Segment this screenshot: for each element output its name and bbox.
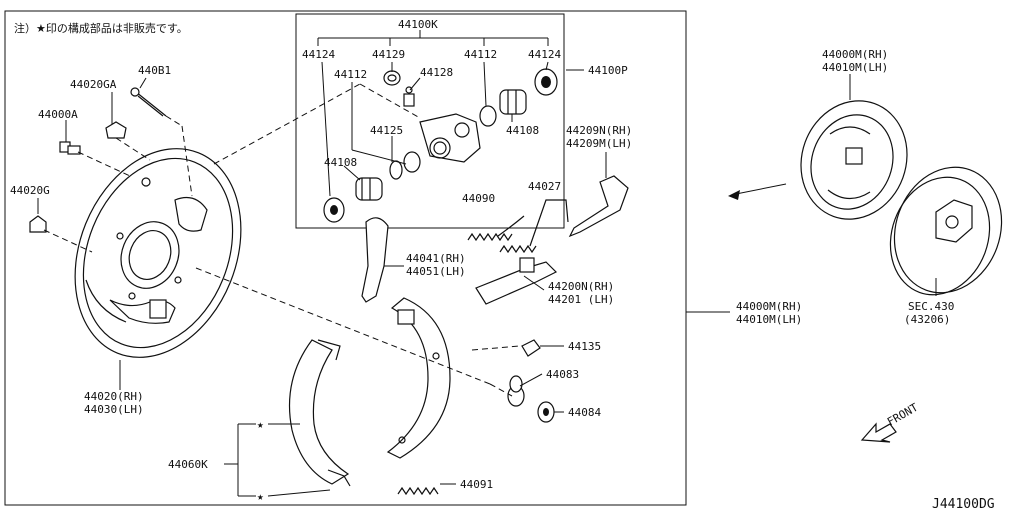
label-44108-right: 44108 bbox=[506, 124, 539, 137]
cap-44129 bbox=[383, 70, 401, 86]
label-44020g: 44020G bbox=[10, 184, 50, 197]
label-44125: 44125 bbox=[370, 124, 403, 137]
backing-plate bbox=[74, 148, 242, 358]
brake-drum bbox=[889, 166, 1003, 296]
label-44081: 440B1 bbox=[138, 64, 171, 77]
label-44090: 44090 bbox=[462, 192, 495, 205]
label-44051: 44051(LH) bbox=[406, 265, 466, 278]
brake-shoe-left bbox=[288, 339, 351, 487]
label-44100k: 44100K bbox=[398, 18, 438, 31]
label-assembly-lh-top: 44010M(LH) bbox=[822, 61, 888, 74]
main-frame bbox=[4, 10, 687, 506]
label-44027: 44027 bbox=[528, 180, 561, 193]
label-44000a: 44000A bbox=[38, 108, 78, 121]
leader-lines bbox=[37, 30, 937, 497]
label-44112-right: 44112 bbox=[464, 48, 497, 61]
label-plate-rh: 44020(RH) bbox=[84, 390, 144, 403]
label-44083: 44083 bbox=[546, 368, 579, 381]
label-44041: 44041(RH) bbox=[406, 252, 466, 265]
cap-44020ga bbox=[105, 121, 127, 139]
label-sec-430: SEC.430 bbox=[908, 300, 954, 313]
label-44112-left: 44112 bbox=[334, 68, 367, 81]
bolt-44081 bbox=[130, 87, 167, 117]
front-arrow-icon bbox=[860, 422, 897, 443]
label-assembly-rh-top: 44000M(RH) bbox=[822, 48, 888, 61]
label-44124-left: 44124 bbox=[302, 48, 335, 61]
plug-44020g bbox=[29, 215, 47, 233]
diagram-code: J44100DG bbox=[932, 497, 995, 512]
brake-assembly bbox=[800, 100, 908, 220]
cup-44112-right bbox=[479, 105, 497, 127]
label-44091: 44091 bbox=[460, 478, 493, 491]
brake-shoe-right bbox=[386, 297, 451, 459]
wheel-cylinder-box bbox=[295, 13, 565, 229]
label-44129: 44129 bbox=[372, 48, 405, 61]
spring-44083 bbox=[507, 375, 525, 407]
bleeder-44000a bbox=[59, 141, 81, 155]
label-44209n: 44209N(RH) bbox=[566, 124, 632, 137]
retainer-44135 bbox=[521, 339, 541, 357]
label-44135: 44135 bbox=[568, 340, 601, 353]
boot-44124-right bbox=[534, 68, 558, 96]
label-44209m: 44209M(LH) bbox=[566, 137, 632, 150]
label-assembly-rh-mid: 44000M(RH) bbox=[736, 300, 802, 313]
label-44060k: 44060K bbox=[168, 458, 208, 471]
bleeder-44128 bbox=[403, 86, 415, 107]
assembly-dashed-lines bbox=[43, 83, 521, 397]
label-44128: 44128 bbox=[420, 66, 453, 79]
parking-lever bbox=[361, 217, 389, 303]
spring-44027 bbox=[499, 199, 569, 254]
label-assembly-lh-mid: 44010M(LH) bbox=[736, 313, 802, 326]
piston-44108-right bbox=[499, 89, 527, 115]
label-front: FRONT bbox=[885, 401, 921, 429]
label-44124-right: 44124 bbox=[528, 48, 561, 61]
adjuster-lever bbox=[568, 175, 629, 238]
wheel-cylinder bbox=[419, 113, 481, 163]
spring-44091 bbox=[397, 486, 439, 496]
note-text: 注）★印の構成部品は非販売です。 bbox=[14, 21, 188, 35]
boot-44124-left bbox=[323, 197, 345, 223]
label-44020ga: 44020GA bbox=[70, 78, 117, 91]
star-marker-top: ★ bbox=[257, 418, 264, 431]
part-labels: 44100K 44124 44129 44112 44128 44112 441… bbox=[10, 18, 954, 503]
label-44108-left: 44108 bbox=[324, 156, 357, 169]
label-44200n: 44200N(RH) bbox=[548, 280, 614, 293]
piston-44108-left bbox=[355, 177, 383, 201]
label-plate-lh: 44030(LH) bbox=[84, 403, 144, 416]
spring-44090 bbox=[467, 215, 525, 242]
label-44201: 44201 (LH) bbox=[548, 293, 614, 306]
star-marker-bottom: ★ bbox=[257, 490, 264, 503]
adjuster-assembly bbox=[475, 257, 558, 305]
piston-cup-44125 bbox=[389, 151, 421, 180]
cap-44084 bbox=[537, 401, 555, 423]
label-sec-430-sub: (43206) bbox=[904, 313, 950, 326]
direction-arrow bbox=[728, 183, 787, 200]
label-44084: 44084 bbox=[568, 406, 601, 419]
label-44100p: 44100P bbox=[588, 64, 628, 77]
